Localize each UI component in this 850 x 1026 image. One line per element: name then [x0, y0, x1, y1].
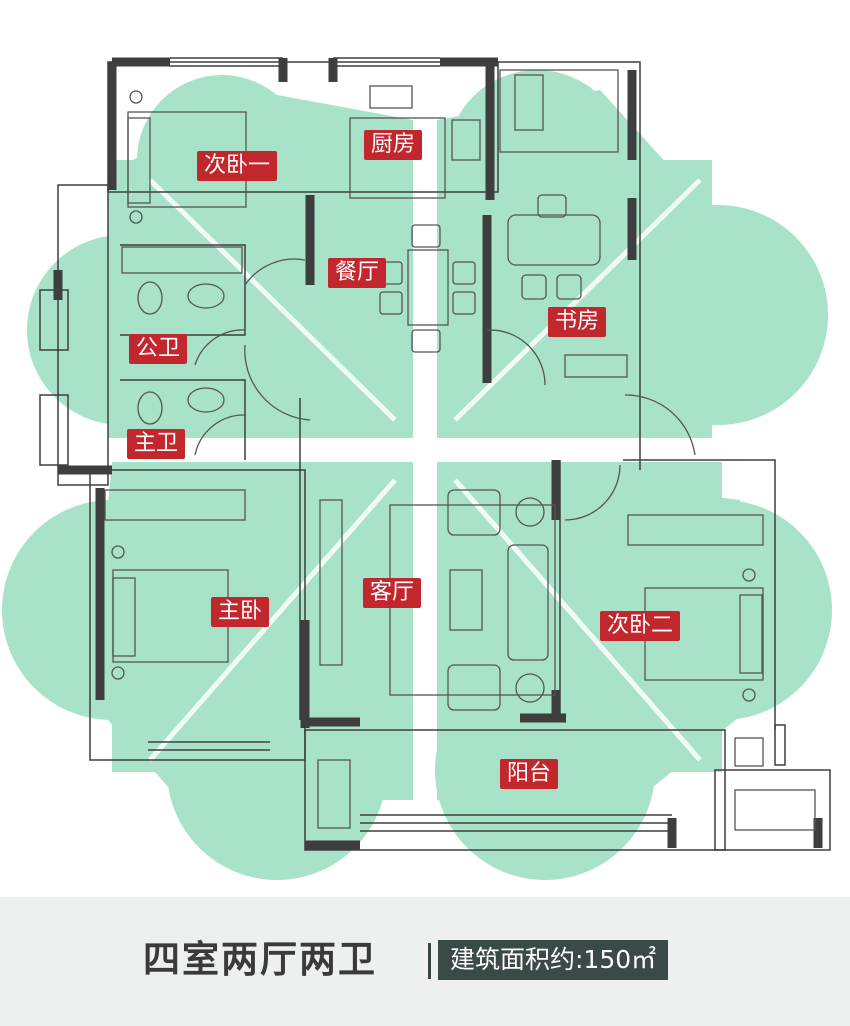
- room-label-study: 书房: [548, 307, 607, 337]
- room-label-master-bath: 主卫: [127, 429, 186, 459]
- walls: [39, 57, 831, 851]
- room-label-balcony: 阳台: [500, 759, 559, 789]
- layout-title: 四室两厅两卫: [143, 937, 377, 981]
- floor-plan: [2, 57, 832, 880]
- room-label-kitchen: 厨房: [364, 130, 423, 160]
- room-label-public-bath: 公卫: [129, 334, 188, 364]
- zone-diagonals: [148, 178, 702, 762]
- title-divider: [428, 943, 431, 979]
- footer-band: [0, 897, 850, 1026]
- room-label-bedroom-one: 次卧一: [197, 151, 278, 181]
- area-badge: 建筑面积约:150㎡: [438, 940, 669, 980]
- room-label-bedroom-two: 次卧二: [600, 611, 681, 641]
- room-label-living: 客厅: [363, 578, 422, 608]
- furniture: [104, 69, 816, 831]
- room-label-master-bedroom: 主卧: [211, 597, 270, 627]
- room-label-dining: 餐厅: [328, 258, 387, 288]
